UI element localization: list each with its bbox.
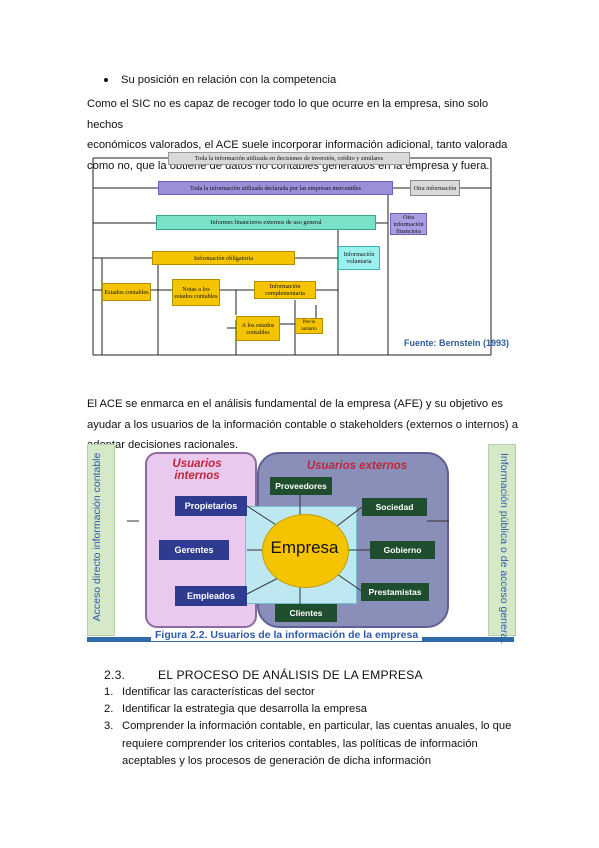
bullet-text: Su posición en relación con la competenc… bbox=[121, 74, 337, 86]
list-text: aceptables y los procesos de generación … bbox=[122, 754, 432, 767]
paragraph-line: El ACE se enmarca en el análisis fundame… bbox=[87, 398, 504, 410]
hierarchy-lines bbox=[92, 157, 492, 356]
price-level-box: Precio unitario bbox=[295, 318, 323, 334]
other-financial-box: Otra información financiera bbox=[390, 213, 427, 235]
section-number: 2.3. bbox=[104, 668, 126, 682]
section-title: EL PROCESO DE ANÁLISIS DE LA EMPRESA bbox=[158, 668, 423, 682]
user-box-gerentes: Gerentes bbox=[159, 540, 229, 560]
paragraph-2: El ACE se enmarca en el análisis fundame… bbox=[87, 394, 527, 456]
other-information-box: Otra información bbox=[410, 180, 460, 196]
all-information-box: Toda la información utilizada en decisio… bbox=[168, 152, 410, 165]
user-box-prestamistas: Prestamistas bbox=[361, 583, 429, 601]
list-text: requiere comprender los criterios contab… bbox=[122, 737, 478, 750]
paragraph-line: económicos valorados, el ACE suele incor… bbox=[87, 139, 508, 152]
left-side-band bbox=[87, 444, 115, 636]
empresa-label: Empresa bbox=[270, 538, 339, 557]
list-text: Identificar la estrategia que desarrolla… bbox=[122, 703, 368, 716]
source-label: Fuente: Bernstein (1993) bbox=[404, 338, 510, 348]
bullet-dot bbox=[104, 78, 108, 82]
list-number: 3. bbox=[104, 720, 114, 733]
list-item: 3. Comprender la información contable, e… bbox=[104, 718, 524, 770]
voluntary-information-box: Información voluntaria bbox=[338, 246, 380, 270]
list-text: Identificar las características del sect… bbox=[122, 686, 315, 698]
to-statements-box: A los estados contables bbox=[236, 316, 280, 341]
declared-information-box: Toda la información utilizada declarada … bbox=[158, 181, 393, 195]
paragraph-line: ayudar a los usuarios de la información … bbox=[87, 418, 518, 431]
user-box-gobierno: Gobierno bbox=[370, 541, 435, 559]
user-box-clientes: Clientes bbox=[275, 604, 337, 622]
list-number: 1. bbox=[104, 686, 114, 698]
complementary-information-box: Información complementaria bbox=[254, 281, 316, 299]
paragraph-line: adoptar decisiones racionales. bbox=[87, 439, 239, 452]
external-users-title: Usuarios externos bbox=[306, 460, 408, 472]
right-side-band bbox=[488, 444, 516, 636]
list-item: 1. Identificar las características del s… bbox=[104, 684, 524, 701]
paragraph-line: Como el SIC no es capaz de recoger todo … bbox=[87, 98, 489, 131]
user-box-sociedad: Sociedad bbox=[362, 498, 427, 516]
financial-statements-box: Estados contables bbox=[102, 283, 151, 301]
user-box-proveedores: Proveedores bbox=[270, 477, 332, 495]
list-item: 2. Identificar la estrategia que desarro… bbox=[104, 701, 524, 718]
list-number: 2. bbox=[104, 703, 114, 716]
user-box-propietarios: Propietarios bbox=[175, 496, 247, 516]
empresa-ellipse bbox=[262, 514, 349, 588]
information-users-figure: Acceso directo información contable Info… bbox=[87, 444, 516, 647]
list-text: Comprender la información contable, en p… bbox=[122, 720, 512, 733]
external-reports-box: Informes financieros externos de uso gen… bbox=[156, 215, 376, 230]
numbered-list: 1. Identificar las características del s… bbox=[104, 684, 524, 770]
user-box-empleados: Empleados bbox=[175, 586, 247, 606]
notes-box: Notas a los estados contables bbox=[172, 279, 220, 306]
information-hierarchy-figure: Toda la información utilizada en decisio… bbox=[88, 150, 518, 362]
internal-users-title: Usuarios internos bbox=[172, 458, 222, 482]
mandatory-information-box: Información obligatoria bbox=[152, 251, 295, 265]
figure-caption: Figura 2.2. Usuarios de la información d… bbox=[151, 629, 423, 641]
